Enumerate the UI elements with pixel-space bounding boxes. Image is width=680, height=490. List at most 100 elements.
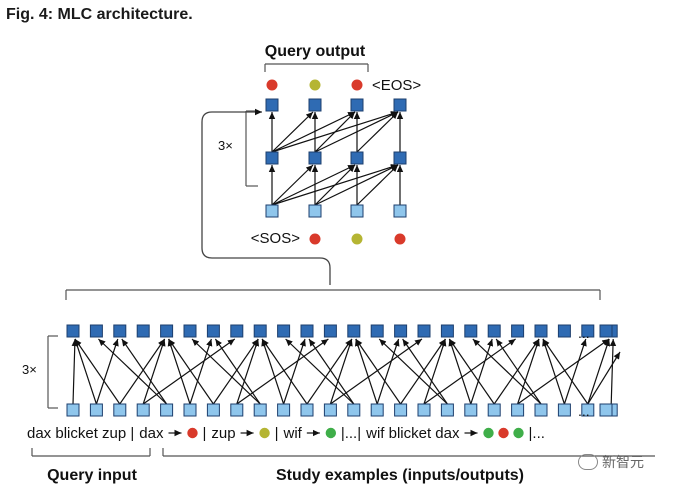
encoder-top-node bbox=[440, 324, 454, 338]
encoder-bottom-node bbox=[206, 403, 220, 417]
encoder-attention-arrow bbox=[378, 338, 448, 405]
study-examples-label: Study examples (inputs/outputs) bbox=[276, 467, 524, 484]
query-input-label: Query input bbox=[47, 467, 137, 484]
encoder-bottom-node bbox=[277, 403, 291, 417]
encoder-sequence-token: |... bbox=[529, 425, 545, 442]
decoder-attention-arrow bbox=[271, 111, 314, 153]
encoder-bottom-node bbox=[300, 403, 314, 417]
encoder-top-node bbox=[230, 324, 244, 338]
encoder-top-node bbox=[557, 324, 571, 338]
decoder-hidden-node bbox=[393, 151, 407, 165]
encoder-bottom-node bbox=[347, 403, 361, 417]
decoder-output-node bbox=[393, 98, 407, 112]
encoder-attention-arrow bbox=[493, 338, 540, 405]
encoder-attention-arrow bbox=[261, 338, 285, 405]
encoder-attention-arrow bbox=[472, 338, 542, 405]
encoder-bottom-node bbox=[323, 403, 337, 417]
encoder-bottom-node bbox=[440, 403, 454, 417]
decoder-attention-arrow bbox=[271, 111, 399, 153]
encoder-top-node bbox=[581, 324, 595, 338]
encoder-attention-arrow bbox=[402, 338, 448, 405]
encoder-bottom-node bbox=[511, 403, 525, 417]
encoder-attention-arrow bbox=[285, 338, 355, 405]
encoder-attention-arrow bbox=[542, 338, 565, 405]
encoder-attention-arrow bbox=[236, 338, 260, 405]
decoder-attention-arrow bbox=[314, 111, 399, 153]
encoder-top-node bbox=[89, 324, 103, 338]
decoder-output-dot bbox=[266, 79, 278, 91]
encoder-top-node bbox=[394, 324, 408, 338]
decoder-layers-label: 3× bbox=[218, 138, 233, 153]
encoder-attention-arrow bbox=[329, 338, 353, 405]
encoder-top-node bbox=[370, 324, 384, 338]
encoder-top-node bbox=[323, 324, 337, 338]
decoder-attention-arrow bbox=[271, 164, 314, 206]
decoder-attention-arrow bbox=[271, 164, 356, 206]
encoder-top-node bbox=[417, 324, 431, 338]
wechat-icon bbox=[578, 454, 598, 470]
encoder-sequence-token: zup bbox=[211, 425, 235, 442]
encoder-sequence-dot bbox=[498, 427, 509, 439]
encoder-attention-arrow bbox=[261, 338, 308, 405]
decoder-output-node bbox=[350, 98, 364, 112]
encoder-sequence-dot bbox=[483, 427, 494, 439]
encoder-sequence-dot bbox=[513, 427, 524, 439]
encoder-attention-arrow bbox=[189, 338, 213, 405]
encoder-bottom-node bbox=[581, 403, 595, 417]
decoder-output-dot bbox=[309, 79, 321, 91]
decoder-hidden-node bbox=[265, 151, 279, 165]
encoder-layers-label: 3× bbox=[22, 362, 37, 377]
decoder-hidden-node bbox=[350, 151, 364, 165]
encoder-top-node bbox=[487, 324, 501, 338]
encoder-top-node bbox=[464, 324, 478, 338]
encoder-sequence-dot bbox=[187, 427, 198, 439]
encoder-attention-arrow bbox=[121, 338, 168, 405]
encoder-attention-arrow bbox=[587, 338, 611, 405]
encoder-top-node bbox=[300, 324, 314, 338]
encoder-bottom-node bbox=[370, 403, 384, 417]
encoder-attention-arrow bbox=[71, 338, 78, 405]
encoder-attention-arrow bbox=[542, 338, 589, 405]
encoder-attention-arrow bbox=[423, 338, 447, 405]
encoder-bottom-node bbox=[230, 403, 244, 417]
decoder-input-node bbox=[265, 204, 279, 218]
encoder-sequence-token: |...| bbox=[341, 425, 361, 442]
encoder-attention-arrow bbox=[119, 338, 166, 405]
encoder-attention-arrow bbox=[448, 338, 472, 405]
decoder-hidden-node bbox=[308, 151, 322, 165]
encoder-sequence-dot bbox=[325, 427, 337, 439]
decoder-output-dot bbox=[351, 79, 363, 91]
encoder-attention-arrow bbox=[400, 338, 446, 405]
encoder-attention-arrow bbox=[306, 338, 353, 405]
decoder-input-dot bbox=[394, 233, 406, 245]
figure-title: Fig. 4: MLC architecture. bbox=[6, 6, 193, 23]
encoder-attention-arrow bbox=[214, 338, 261, 405]
encoder-attention-arrow bbox=[191, 338, 261, 405]
decoder-input-node bbox=[393, 204, 407, 218]
decoder-input-dot bbox=[351, 233, 363, 245]
encoder-sequence-token: wif bbox=[282, 425, 302, 442]
decoder-output-node bbox=[308, 98, 322, 112]
encoder-top-node bbox=[206, 324, 220, 338]
encoder-bottom-node bbox=[183, 403, 197, 417]
encoder-bottom-node bbox=[394, 403, 408, 417]
encoder-attention-arrow bbox=[355, 338, 402, 405]
encoder-attention-arrow bbox=[448, 338, 495, 405]
decoder-heading: Query output bbox=[265, 43, 366, 60]
encoder-attention-arrow bbox=[609, 338, 617, 405]
encoder-attention-arrow bbox=[212, 338, 259, 405]
encoder-top-node bbox=[277, 324, 291, 338]
encoder-bottom-ellipsis: ... bbox=[578, 403, 590, 419]
encoder-bottom-node bbox=[534, 403, 548, 417]
encoder-top-node bbox=[66, 324, 80, 338]
decoder-output-eos: <EOS> bbox=[372, 77, 421, 94]
encoder-attention-arrow bbox=[563, 338, 587, 405]
encoder-top-ellipsis: ... bbox=[578, 325, 590, 341]
encoder-top-node bbox=[347, 324, 361, 338]
encoder-attention-arrow bbox=[167, 338, 191, 405]
decoder-input-node bbox=[350, 204, 364, 218]
encoder-attention-arrow bbox=[354, 338, 378, 405]
encoder-sequence-token: wif blicket dax bbox=[365, 425, 460, 442]
encoder-top-node bbox=[136, 324, 150, 338]
